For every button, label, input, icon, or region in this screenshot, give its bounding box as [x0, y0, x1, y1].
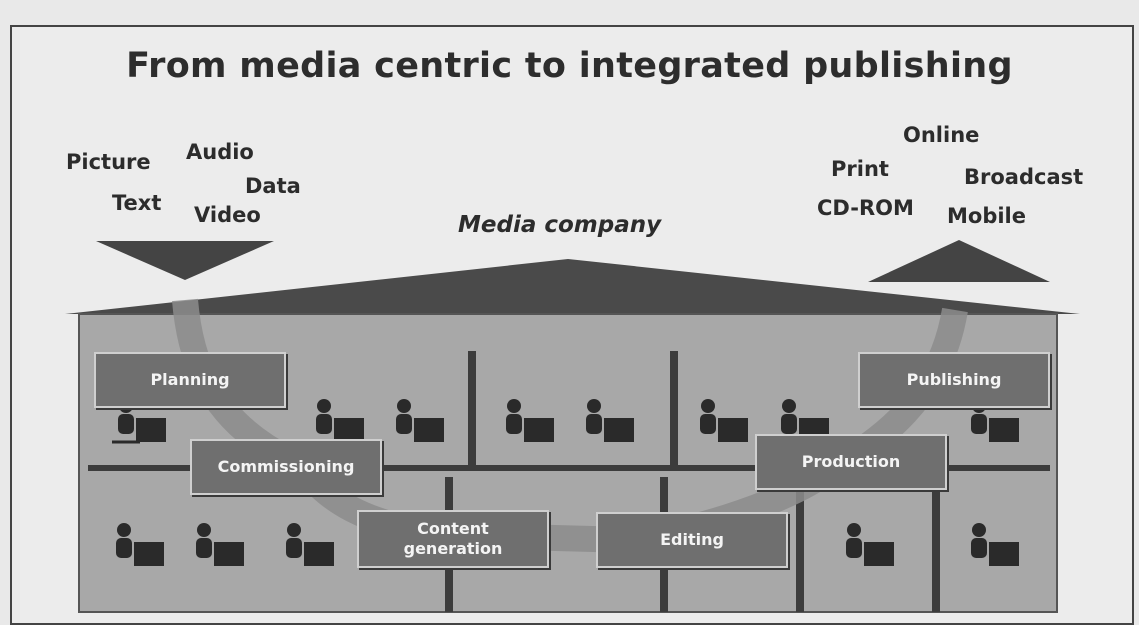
roof: [65, 259, 1080, 314]
output-broadcast: Broadcast: [964, 165, 1084, 189]
stage-editing: Editing: [596, 512, 788, 568]
wall: [796, 477, 804, 612]
stage-production: Production: [755, 434, 947, 490]
input-video: Video: [194, 203, 261, 227]
input-picture: Picture: [66, 150, 151, 174]
floor-divider: [88, 465, 1050, 471]
output-cdrom: CD-ROM: [817, 196, 914, 220]
stage-publishing: Publishing: [858, 352, 1050, 408]
output-arrow: [868, 240, 1050, 282]
company-label: Media company: [458, 212, 662, 238]
input-audio: Audio: [186, 140, 254, 164]
wall: [932, 477, 940, 612]
input-arrow: [96, 241, 274, 280]
wall: [468, 351, 476, 465]
stage-planning: Planning: [94, 352, 286, 408]
stage-commissioning: Commissioning: [190, 439, 382, 495]
output-online: Online: [903, 123, 980, 147]
worker-icon: [112, 399, 1019, 566]
input-data: Data: [245, 174, 301, 198]
input-text: Text: [112, 191, 162, 215]
output-mobile: Mobile: [947, 204, 1026, 228]
wall: [670, 351, 678, 465]
output-print: Print: [831, 157, 889, 181]
stage-content-generation: Content generation: [357, 510, 549, 568]
diagram-title: From media centric to integrated publish…: [126, 46, 1013, 86]
